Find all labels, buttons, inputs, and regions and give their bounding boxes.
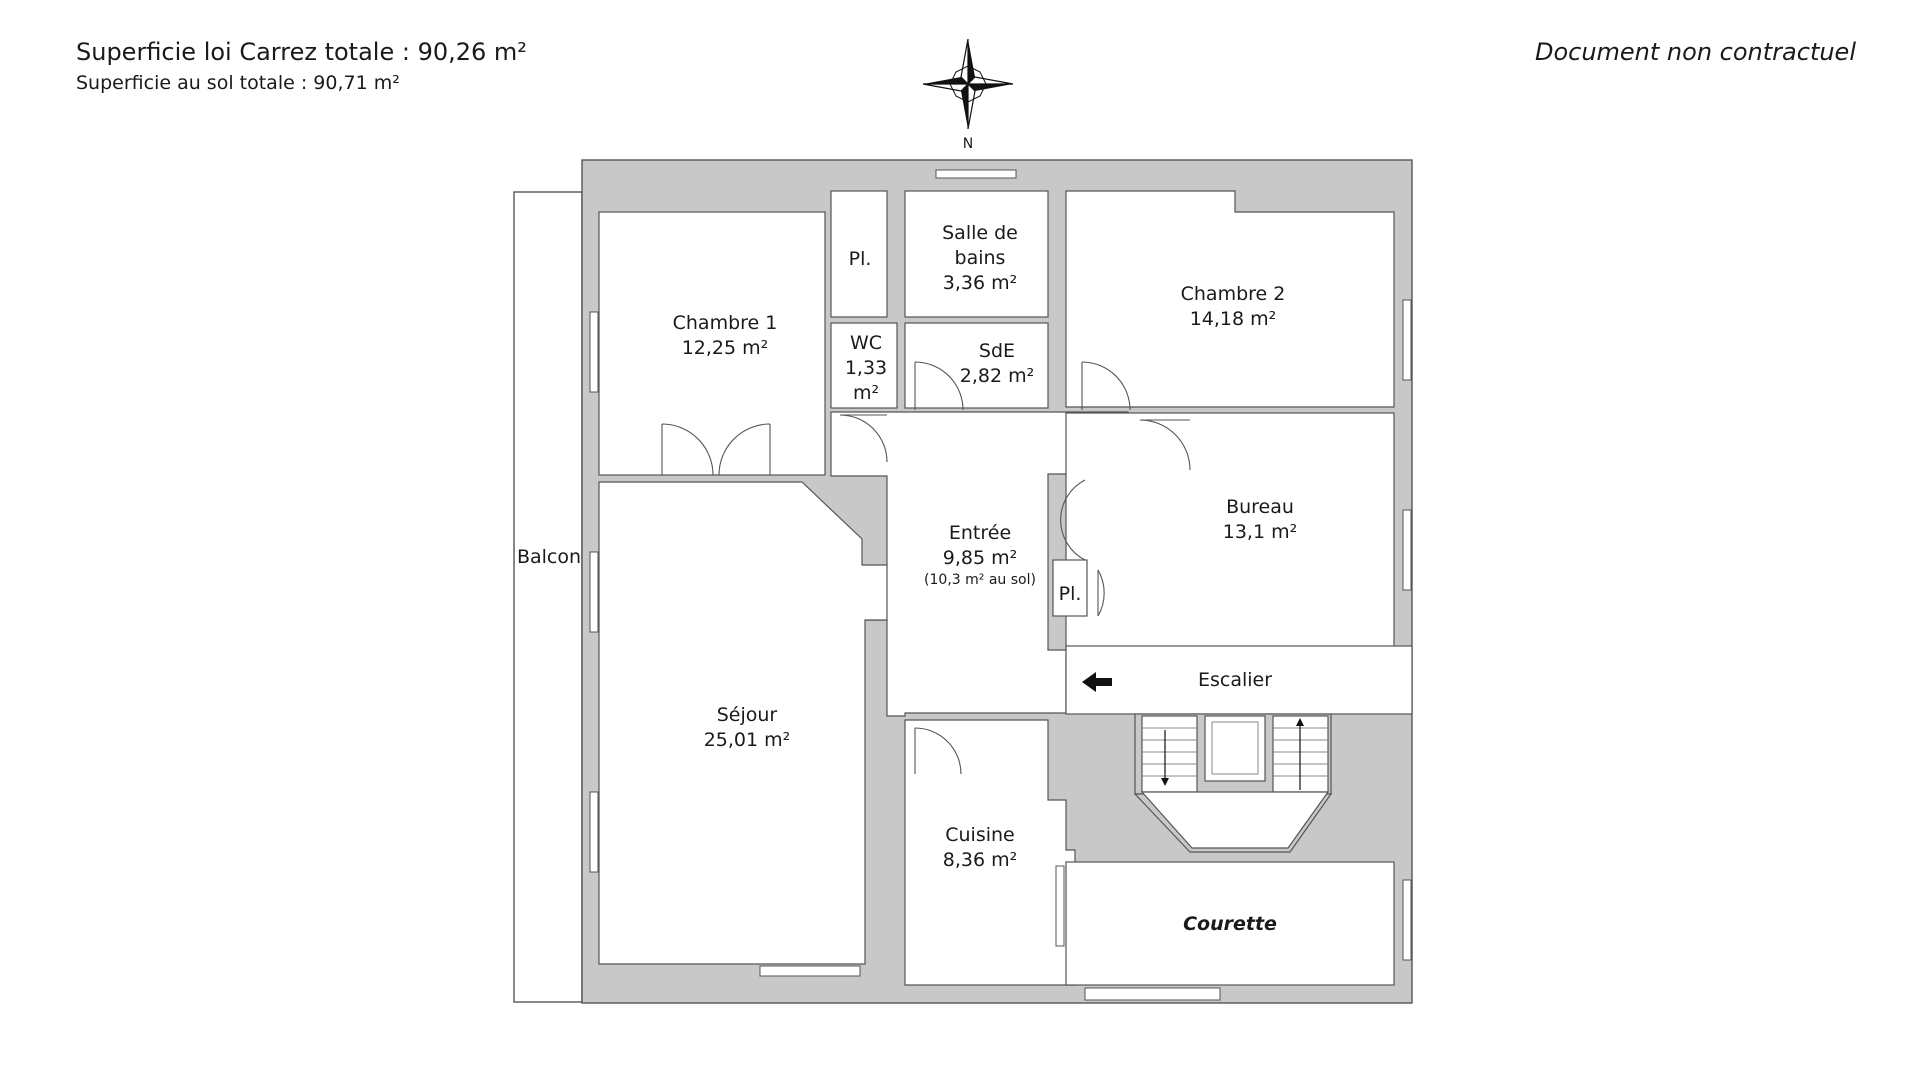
balcon-area: [513, 191, 583, 1003]
wc-area-1: 1,33: [845, 357, 887, 379]
courette-area: [1065, 861, 1395, 986]
chambre1-name: Chambre 1: [673, 312, 778, 334]
courette-name: Courette: [1183, 913, 1277, 935]
windows: [589, 169, 1412, 1001]
carrez-total-label: Superficie loi Carrez totale : 90,26 m²: [76, 38, 527, 66]
cuisine-area: 8,36 m²: [943, 849, 1017, 871]
placard1-room: [830, 190, 888, 318]
entree-name: Entrée: [949, 522, 1011, 544]
placard1-name: Pl.: [849, 248, 872, 270]
chambre2-name: Chambre 2: [1181, 283, 1286, 305]
cuisine-name: Cuisine: [945, 824, 1015, 846]
escalier-name: Escalier: [1198, 669, 1272, 691]
escalier-area: [1065, 645, 1413, 715]
cuisine-room: [904, 719, 1076, 986]
entree-floor-area: (10,3 m² au sol): [924, 572, 1036, 588]
bureau-name: Bureau: [1226, 496, 1294, 518]
doors: [661, 361, 1191, 775]
sde-room: [904, 322, 1049, 409]
wc-area-2: m²: [853, 382, 879, 404]
chambre1-area: 12,25 m²: [682, 337, 769, 359]
wc-name: WC: [850, 332, 882, 354]
compass-icon: [922, 38, 1014, 130]
bureau-room: [1065, 412, 1395, 651]
compass-north-label: N: [963, 136, 973, 152]
sdb-name-1: Salle de: [942, 222, 1018, 244]
wc-room: [830, 322, 898, 409]
sdb-name-2: bains: [955, 247, 1006, 269]
balcon-name: Balcon: [517, 546, 581, 568]
sejour-room: [598, 481, 888, 965]
bureau-area: 13,1 m²: [1223, 521, 1297, 543]
placard2-name: Pl.: [1059, 583, 1082, 605]
sde-area: 2,82 m²: [960, 365, 1034, 387]
floor-total-label: Superficie au sol totale : 90,71 m²: [76, 72, 400, 94]
sejour-name: Séjour: [717, 704, 778, 726]
entree-area: 9,85 m²: [943, 547, 1017, 569]
chambre2-area: 14,18 m²: [1190, 308, 1277, 330]
staircase: [1133, 713, 1333, 853]
sdb-area: 3,36 m²: [943, 272, 1017, 294]
arrow-left-icon: [1082, 672, 1112, 692]
chambre2-room: [1065, 190, 1395, 408]
sde-name: SdE: [979, 340, 1015, 362]
sejour-area: 25,01 m²: [704, 729, 791, 751]
chambre1-room: [598, 211, 826, 476]
placard2-room: [1052, 559, 1088, 617]
sdb-room: [904, 190, 1049, 318]
disclaimer-label: Document non contractuel: [1534, 38, 1856, 66]
